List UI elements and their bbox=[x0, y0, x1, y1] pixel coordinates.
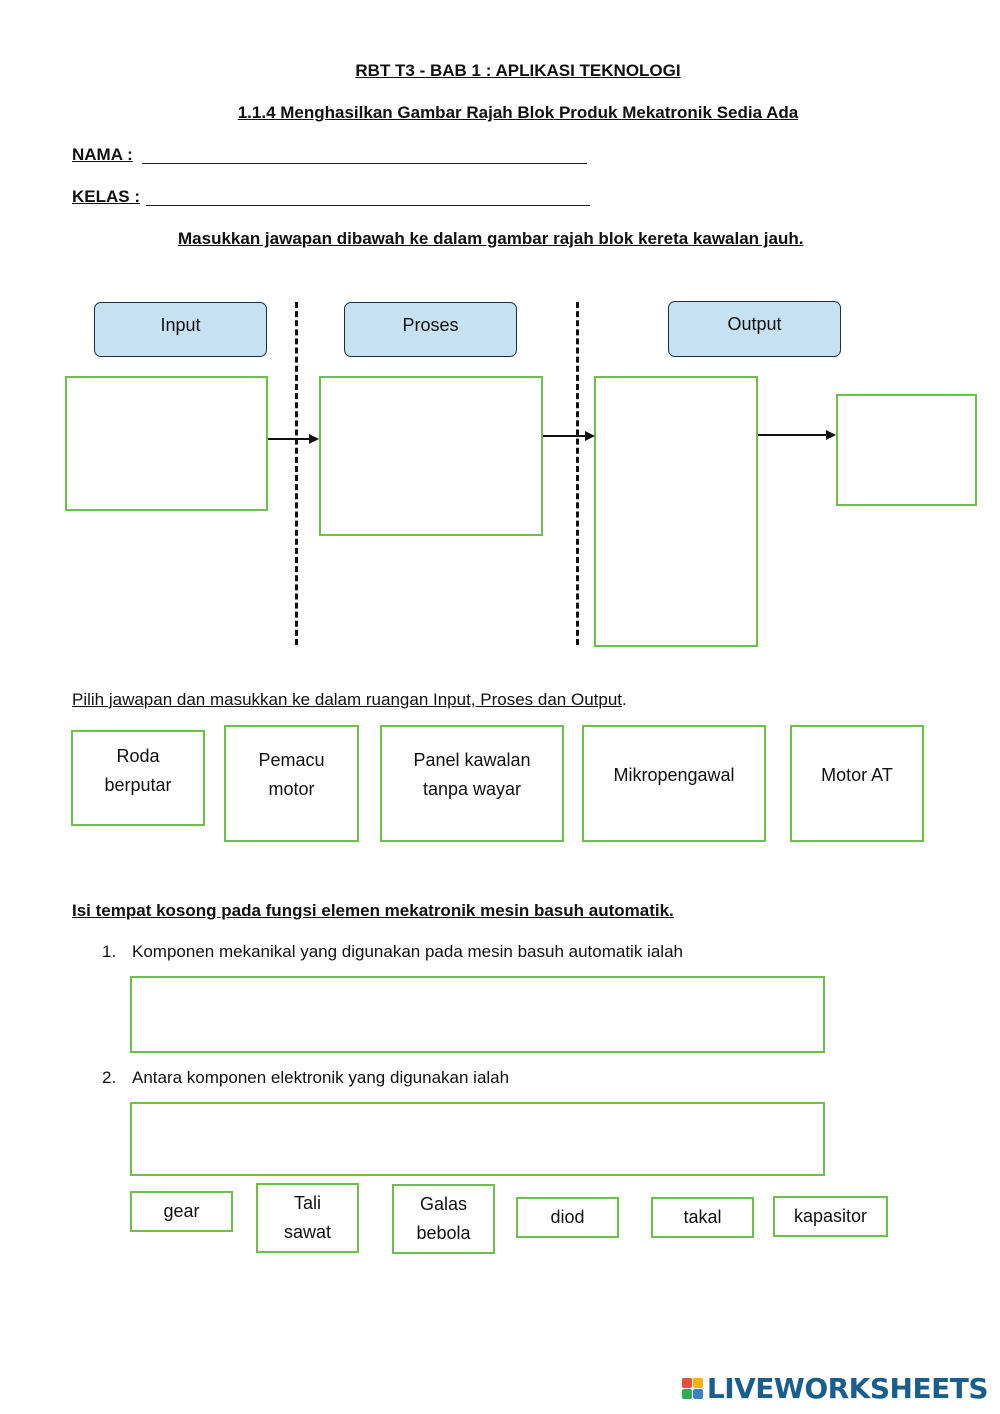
question-text: Komponen mekanikal yang digunakan pada m… bbox=[132, 942, 683, 961]
option-chip[interactable]: Galas bebola bbox=[392, 1184, 495, 1254]
chip-line2: bebola bbox=[416, 1223, 471, 1243]
input-header: Input bbox=[94, 302, 267, 357]
option-chip[interactable]: diod bbox=[516, 1197, 619, 1238]
process-header: Proses bbox=[344, 302, 517, 357]
diagram-instruction: Masukkan jawapan dibawah ke dalam gambar… bbox=[178, 229, 804, 248]
worksheet-subtitle: 1.1.4 Menghasilkan Gambar Rajah Blok Pro… bbox=[237, 103, 799, 122]
choice-instruction-end: . bbox=[622, 690, 627, 709]
choice-chip[interactable]: Roda berputar bbox=[71, 730, 205, 826]
logo-square bbox=[692, 1389, 703, 1399]
output-header-label: Output bbox=[727, 314, 782, 334]
choice-chip[interactable]: Mikropengawal bbox=[582, 725, 766, 842]
option-chip[interactable]: takal bbox=[651, 1197, 754, 1238]
liveworksheets-logo: LIVEWORKSHEETS bbox=[681, 1372, 989, 1405]
logo-mark-icon bbox=[681, 1378, 703, 1399]
choice-instruction: Pilih jawapan dan masukkan ke dalam ruan… bbox=[72, 690, 627, 710]
logo-square bbox=[681, 1389, 692, 1399]
output-drop-box[interactable] bbox=[594, 376, 758, 647]
arrow-output-to-result bbox=[758, 434, 827, 436]
answer-box-2[interactable] bbox=[130, 1102, 825, 1176]
chip-line2: berputar bbox=[104, 774, 172, 795]
logo-text: LIVEWORKSHEETS bbox=[706, 1372, 989, 1405]
chip-line2: tanpa wayar bbox=[422, 779, 522, 799]
input-header-label: Input bbox=[160, 315, 201, 335]
arrow-head-icon bbox=[585, 431, 595, 441]
worksheet-title: RBT T3 - BAB 1 : APLIKASI TEKNOLOGI bbox=[355, 61, 681, 80]
arrow-input-to-process bbox=[268, 438, 310, 440]
choice-chip[interactable]: Pemacu motor bbox=[224, 725, 359, 842]
section2-heading: Isi tempat kosong pada fungsi elemen mek… bbox=[72, 901, 674, 920]
choice-instruction-text: Pilih jawapan dan masukkan ke dalam ruan… bbox=[72, 690, 623, 709]
chip-line1: Motor AT bbox=[821, 765, 893, 785]
output-result-drop-box[interactable] bbox=[836, 394, 977, 506]
divider-input-process bbox=[295, 302, 298, 645]
option-chip[interactable]: Tali sawat bbox=[256, 1183, 359, 1253]
chip-line2: motor bbox=[268, 779, 315, 799]
chip-line1: Mikropengawal bbox=[613, 765, 735, 785]
question-text: Antara komponen elektronik yang digunaka… bbox=[132, 1068, 510, 1087]
arrow-head-icon bbox=[309, 434, 319, 444]
chip-line1: Pemacu bbox=[258, 750, 325, 770]
chip-line1: Panel kawalan bbox=[413, 750, 531, 770]
answer-box-1[interactable] bbox=[130, 976, 825, 1053]
output-header: Output bbox=[668, 301, 841, 357]
choice-chip[interactable]: Panel kawalan tanpa wayar bbox=[380, 725, 564, 842]
question-number: 2. bbox=[102, 1068, 117, 1087]
process-drop-box[interactable] bbox=[319, 376, 543, 536]
chip-line1: takal bbox=[683, 1207, 722, 1227]
chip-line1: Roda bbox=[116, 745, 160, 766]
name-field[interactable] bbox=[142, 163, 587, 164]
option-chip[interactable]: kapasitor bbox=[773, 1196, 888, 1237]
name-label: NAMA : bbox=[72, 145, 133, 164]
divider-process-output bbox=[576, 302, 579, 645]
chip-line1: kapasitor bbox=[793, 1206, 868, 1226]
option-chip[interactable]: gear bbox=[130, 1191, 233, 1232]
question-number: 1. bbox=[102, 942, 117, 961]
choice-chip[interactable]: Motor AT bbox=[790, 725, 924, 842]
chip-line1: Tali bbox=[293, 1193, 321, 1213]
process-header-label: Proses bbox=[402, 315, 459, 335]
input-drop-box[interactable] bbox=[65, 376, 268, 511]
class-field[interactable] bbox=[146, 205, 590, 206]
logo-square bbox=[681, 1378, 692, 1388]
chip-line1: diod bbox=[550, 1207, 585, 1227]
class-label: KELAS : bbox=[72, 187, 140, 206]
arrow-process-to-output bbox=[543, 435, 586, 437]
arrow-head-icon bbox=[826, 430, 836, 440]
chip-line1: gear bbox=[163, 1201, 200, 1221]
logo-square bbox=[692, 1378, 703, 1388]
chip-line2: sawat bbox=[283, 1222, 332, 1242]
chip-line1: Galas bbox=[419, 1194, 468, 1214]
